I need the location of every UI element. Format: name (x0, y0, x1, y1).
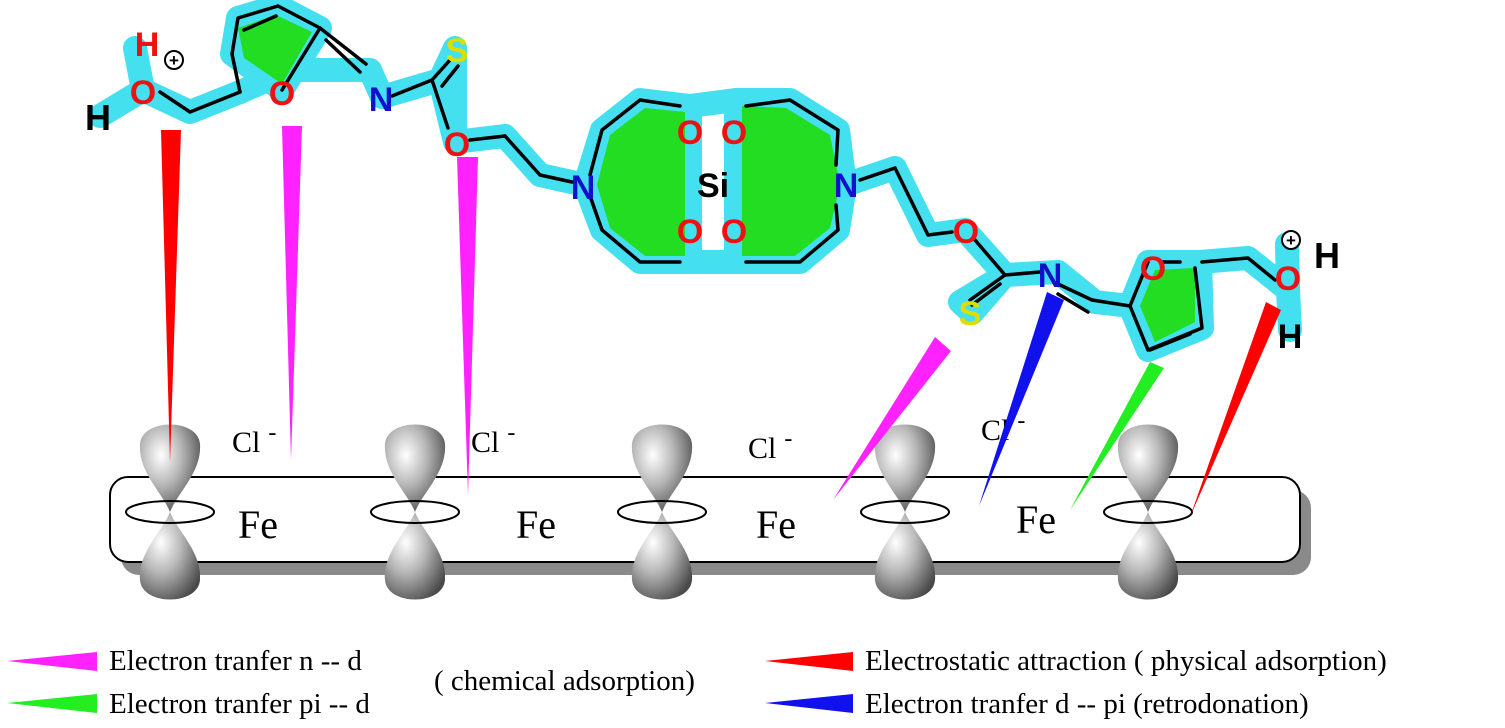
surface-slab (109, 476, 1301, 563)
atom-n-crown-left: N (571, 169, 596, 207)
atom-si-center: Si (697, 167, 729, 205)
wedge-electrostatic-right (1190, 302, 1281, 517)
orbital-lobe-bottom (631, 512, 693, 600)
legend-label-electrostatic: Electrostatic attraction ( physical adso… (865, 645, 1387, 677)
orbital-torus (370, 500, 460, 524)
orbital-lobe-top (874, 424, 936, 512)
wedge-d-pi-imine (979, 292, 1064, 506)
atom-s-left: S (446, 32, 469, 70)
cl-anion-3: Cl- (748, 426, 792, 465)
fe-label-3: Fe (756, 502, 796, 547)
atom-o-ester-right: O (953, 213, 979, 251)
plus-circle-icon (1281, 230, 1301, 250)
aromatic-fills (238, 15, 1195, 342)
atom-o-crown-top-1: O (677, 114, 703, 152)
atom-o-furan-left: O (269, 75, 295, 113)
furan-left-fill (238, 15, 312, 84)
atom-n-imine-right: N (1038, 257, 1063, 295)
crown-right-fill (742, 106, 840, 256)
atom-o-furan-right: O (1140, 250, 1166, 288)
plus-sign-left: + (169, 51, 179, 70)
wedge-n-d-sulfur-right (833, 337, 951, 500)
atom-o-crown-top-2: O (721, 114, 747, 152)
atom-h-plus-left: H (135, 26, 160, 64)
legend-label-pi-d: Electron tranfer pi -- d (109, 688, 370, 720)
d-orbital-1 (125, 424, 215, 600)
d-orbital-2 (370, 424, 460, 600)
crown-left-fill (597, 108, 685, 256)
legend: Electron tranfer n -- d Electron tranfer… (7, 645, 1387, 720)
cl-anion-1: Cl- (232, 420, 276, 459)
orbital-lobe-bottom (1117, 512, 1179, 600)
wedge-pi-d-furan-right (1070, 362, 1164, 510)
legend-swatch-n-d (7, 652, 97, 671)
atom-o-hydroxyl-left: O (130, 74, 156, 112)
orbital-lobe-top (631, 424, 693, 512)
orbital-torus (125, 500, 215, 524)
atom-h-left: H (85, 97, 111, 138)
d-orbitals (125, 424, 1193, 600)
plus-sign-right: + (1286, 231, 1296, 250)
d-orbital-4 (860, 424, 950, 600)
d-orbital-3 (617, 424, 707, 600)
orbital-lobe-bottom (874, 512, 936, 600)
atom-h-plus-right: H (1314, 235, 1340, 276)
charge-plus-left: + (164, 50, 184, 70)
legend-label-chemical: ( chemical adsorption) (434, 665, 695, 697)
legend-swatch-d-pi (765, 694, 853, 713)
orbital-lobe-top (384, 424, 446, 512)
legend-label-n-d: Electron tranfer n -- d (109, 645, 362, 677)
charge-plus-right: + (1281, 230, 1301, 250)
atom-n-crown-right: N (834, 167, 859, 205)
furan-right-fill (1140, 268, 1195, 342)
orbital-lobe-top (1117, 424, 1179, 512)
atom-o-hydroxyl-right: O (1275, 260, 1301, 298)
orbital-torus (860, 500, 950, 524)
orbital-lobe-bottom (384, 512, 446, 600)
atom-n-imine-left: N (369, 81, 394, 119)
plus-circle-icon (164, 50, 184, 70)
orbital-torus (617, 500, 707, 524)
atom-h-right: H (1278, 318, 1303, 356)
legend-swatch-electrostatic (765, 652, 853, 671)
orbital-lobe-bottom (139, 512, 201, 600)
fe-label-1: Fe (238, 502, 278, 547)
fe-label-2: Fe (516, 502, 556, 547)
orbital-lobe-top (139, 424, 201, 512)
wedge-n-d-ester-left (457, 157, 478, 495)
wedge-electrostatic-left (161, 130, 181, 462)
atom-o-crown-bottom-1: O (677, 213, 703, 251)
atom-o-crown-bottom-2: O (721, 213, 747, 251)
atom-s-right: S (959, 295, 982, 333)
wedge-n-d-furan-left (282, 126, 302, 460)
cl-anion-2: Cl- (471, 420, 515, 459)
interaction-wedges (161, 126, 1281, 517)
molecule-bonds (158, 4, 1277, 352)
fe-label-4: Fe (1016, 497, 1056, 542)
legend-swatch-pi-d (7, 694, 97, 713)
legend-label-d-pi: Electron tranfer d -- pi (retrodonation) (865, 688, 1309, 720)
